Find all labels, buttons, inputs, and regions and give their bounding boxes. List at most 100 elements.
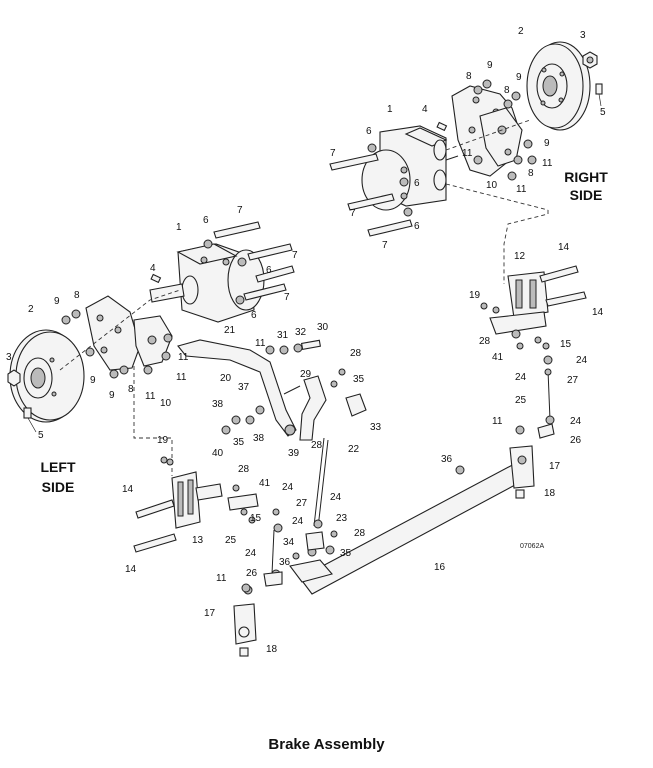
right-drum-key: [595, 83, 603, 107]
callout-20: 20: [220, 373, 232, 384]
callout-7: 7: [237, 205, 243, 216]
right-shaft-nuts: [455, 425, 525, 475]
right-drum-nut: [582, 51, 598, 69]
right-caliper-hardware: [480, 302, 553, 365]
callout-11: 11: [492, 416, 503, 427]
left-wheel-motor: [149, 243, 265, 323]
right-hardware-nuts: [473, 79, 537, 181]
callout-24: 24: [515, 372, 527, 383]
callout-9: 9: [487, 60, 493, 71]
callout-28: 28: [479, 336, 491, 347]
callout-25: 25: [515, 395, 527, 406]
callout-4: 4: [150, 263, 156, 274]
left-side-label-line2: SIDE: [42, 479, 75, 495]
callout-3: 3: [6, 352, 12, 363]
left-hardware-nuts: [61, 309, 173, 379]
callout-5: 5: [38, 430, 44, 441]
right-brake-rod: [537, 368, 555, 439]
callout-36: 36: [441, 454, 453, 465]
callout-27: 27: [567, 375, 579, 386]
drawing-number: 07062A: [520, 543, 544, 550]
left-motor-key: [150, 273, 162, 284]
callout-37: 37: [238, 382, 250, 393]
callout-11: 11: [178, 352, 189, 363]
callout-18: 18: [544, 488, 556, 499]
callout-27: 27: [296, 498, 308, 509]
callout-14: 14: [558, 242, 570, 253]
callout-23: 23: [336, 513, 348, 524]
brake-cross-shaft: [299, 460, 530, 595]
callout-26: 26: [570, 435, 582, 446]
callout-2: 2: [518, 26, 524, 37]
left-assembly-dashline: [59, 289, 181, 371]
callout-39: 39: [288, 448, 300, 459]
left-side-frame-dashline: [133, 366, 173, 476]
callout-13: 13: [192, 535, 204, 546]
left-brake-rod: [263, 529, 283, 587]
callout-41: 41: [259, 478, 271, 489]
callout-29: 29: [300, 369, 312, 380]
callout-24: 24: [245, 548, 257, 559]
callout-38: 38: [212, 399, 224, 410]
callout-19: 19: [469, 290, 481, 301]
callout-40: 40: [212, 448, 224, 459]
callout-25: 25: [225, 535, 237, 546]
callout-8: 8: [466, 71, 472, 82]
right-caliper-bolts: [539, 265, 587, 307]
callout-26: 26: [246, 568, 258, 579]
right-wheel-motor: [361, 125, 459, 211]
shaft-center-arm: [289, 531, 333, 583]
brake-rod: [313, 437, 329, 529]
callout-11: 11: [176, 372, 187, 383]
brake-spring-clip: [345, 393, 367, 417]
callout-8: 8: [504, 85, 510, 96]
callout-14: 14: [125, 564, 137, 575]
right-brake-caliper: [489, 271, 549, 339]
callout-16: 16: [434, 562, 446, 573]
callout-2: 2: [28, 304, 34, 315]
callout-17: 17: [204, 608, 216, 619]
callout-35: 35: [233, 437, 245, 448]
callout-4: 4: [422, 104, 428, 115]
left-caliper-bolts: [133, 456, 177, 553]
brake-adjust-nuts: [221, 339, 346, 435]
callout-3: 3: [580, 30, 586, 41]
callout-34: 34: [283, 537, 295, 548]
callout-5: 5: [600, 107, 606, 118]
callout-24: 24: [570, 416, 582, 427]
callout-10: 10: [486, 180, 498, 191]
callout-11: 11: [516, 184, 527, 195]
callout-8: 8: [128, 384, 134, 395]
callout-6: 6: [266, 265, 272, 276]
left-drum-key: [23, 407, 37, 433]
callout-14: 14: [592, 307, 604, 318]
callout-10: 10: [160, 398, 172, 409]
callout-33: 33: [370, 422, 382, 433]
callout-24: 24: [282, 482, 294, 493]
callout-11: 11: [462, 148, 473, 159]
callout-11: 11: [542, 158, 553, 169]
callout-15: 15: [560, 339, 572, 350]
callout-28: 28: [354, 528, 366, 539]
right-assembly-dashline: [445, 119, 531, 151]
callout-22: 22: [348, 444, 360, 455]
callout-28: 28: [238, 464, 250, 475]
callout-6: 6: [414, 221, 420, 232]
callout-15: 15: [250, 513, 262, 524]
callout-41: 41: [492, 352, 504, 363]
right-motor-bolts: [329, 143, 413, 237]
callout-12: 12: [514, 251, 526, 262]
callout-9: 9: [90, 375, 96, 386]
callout-14: 14: [122, 484, 134, 495]
callout-11: 11: [145, 391, 156, 402]
right-assembly-dashline-2: [445, 183, 549, 211]
callout-1: 1: [387, 104, 393, 115]
brake-pedal-bracket: [299, 375, 327, 441]
callout-31: 31: [277, 330, 289, 341]
callout-32: 32: [295, 327, 307, 338]
right-side-label-line1: RIGHT: [564, 169, 608, 185]
callout-1: 1: [176, 222, 182, 233]
right-motor-key: [436, 121, 448, 132]
